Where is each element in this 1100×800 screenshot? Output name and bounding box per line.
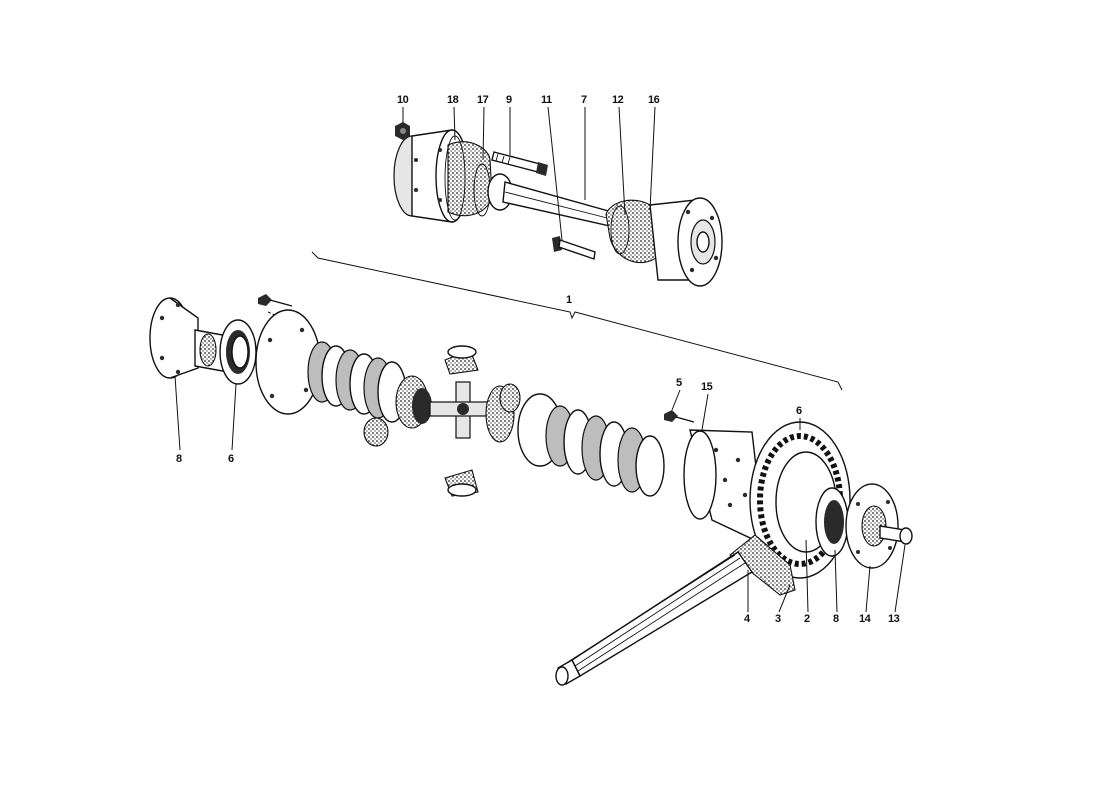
- callout-13: 13: [888, 613, 900, 625]
- callout-2: 2: [804, 613, 810, 625]
- callout-8-left: 8: [176, 453, 182, 465]
- callout-12: 12: [612, 94, 624, 106]
- nut-10: [395, 122, 410, 140]
- callout-1: 1: [566, 294, 572, 306]
- callout-labels: 10 18 17 9 11 7 12 16 1 8 6 5 15 6 4 3 2…: [176, 94, 900, 625]
- callout-10: 10: [397, 94, 409, 106]
- clutch-plates-right: [517, 393, 665, 497]
- side-gear-right: [485, 383, 521, 443]
- bolt-11: [552, 236, 596, 260]
- bevel-pinion-top: [444, 345, 479, 375]
- callout-6-left: 6: [228, 453, 234, 465]
- callout-8-right: 8: [833, 613, 839, 625]
- drive-shaft-assembly: [393, 122, 723, 287]
- output-flange-right: [845, 483, 899, 569]
- input-shaft: [555, 534, 796, 686]
- bolt-9: [491, 151, 548, 176]
- pinion-gear-small: [363, 417, 389, 447]
- differential-assembly: [149, 294, 913, 686]
- callout-7: 7: [581, 94, 587, 106]
- callout-18: 18: [447, 94, 459, 106]
- bevel-pinion-bottom: [444, 469, 479, 497]
- callout-11: 11: [541, 94, 552, 106]
- callout-4: 4: [744, 613, 751, 625]
- callout-17: 17: [477, 94, 489, 106]
- callout-6-right: 6: [796, 405, 802, 417]
- bearing-right: [815, 487, 849, 557]
- callout-3: 3: [775, 613, 781, 625]
- clamp-ring-12: [610, 205, 630, 255]
- callout-15: 15: [701, 381, 713, 393]
- differential-case-right: [683, 429, 766, 547]
- leader-lines: [174, 106, 906, 613]
- drive-shaft-7: [502, 181, 613, 227]
- stub-13: [879, 525, 913, 545]
- callout-5: 5: [676, 377, 682, 389]
- callout-14: 14: [859, 613, 872, 625]
- output-flange-left: [149, 297, 229, 379]
- bearing-left: [219, 319, 257, 385]
- side-gear-left: [395, 375, 432, 429]
- callout-16: 16: [648, 94, 660, 106]
- callout-9-upper: 9: [506, 94, 512, 106]
- cross-pin-spider: [429, 381, 491, 439]
- clutch-plates-left: [307, 341, 407, 423]
- cv-boot-left: [447, 141, 493, 217]
- bolt-5: [664, 410, 695, 423]
- cv-joint-housing-right: [649, 197, 723, 287]
- assembly-bracket-1: [311, 251, 843, 391]
